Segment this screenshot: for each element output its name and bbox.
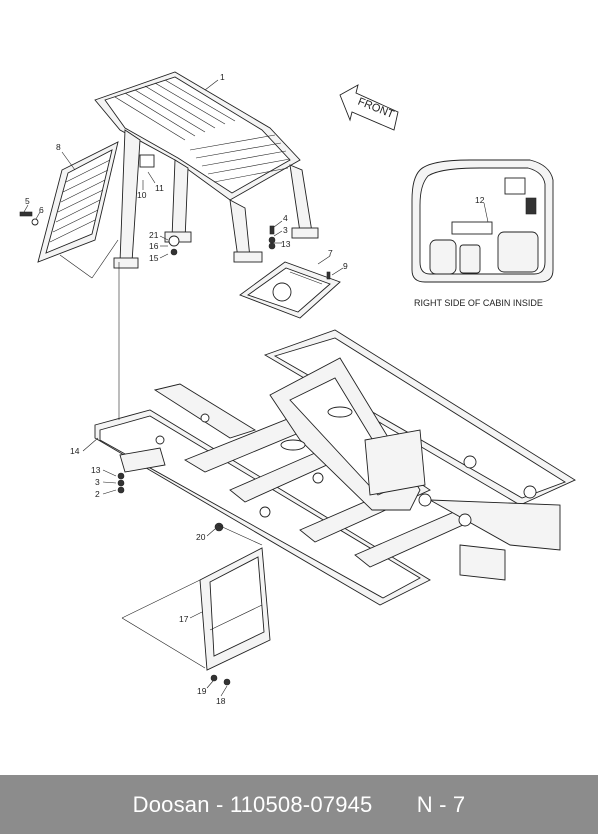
footer-bar: Doosan - 110508-07945 N - 7: [0, 775, 598, 834]
callout-13-bottom: 13: [91, 465, 101, 475]
callout-10: 10: [137, 190, 147, 200]
callout-numbers: 1 8 5 6 10 11 21 16 15 4 3 13 7 9 12 14 …: [25, 72, 485, 706]
upper-frame: [94, 329, 576, 606]
inset-caption: RIGHT SIDE OF CABIN INSIDE: [414, 298, 543, 308]
callout-7: 7: [328, 248, 333, 258]
callout-21: 21: [149, 230, 159, 240]
callout-4: 4: [283, 213, 288, 223]
callout-3-top: 3: [283, 225, 288, 235]
side-guard: [37, 141, 119, 279]
callout-9: 9: [343, 261, 348, 271]
exploded-parts-diagram: FRONT RIGHT SIDE OF CABIN INSIDE: [19, 71, 576, 706]
callout-19: 19: [197, 686, 207, 696]
footer-part-number: 110508-07945: [229, 791, 373, 817]
callout-3-bottom: 3: [95, 477, 100, 487]
callout-2: 2: [95, 489, 100, 499]
footer-page: N - 7: [416, 791, 466, 817]
callout-18: 18: [216, 696, 226, 706]
leader-lines: [23, 79, 489, 697]
callout-20: 20: [196, 532, 206, 542]
cabin-inset: [411, 159, 554, 283]
callout-15: 15: [149, 253, 159, 263]
footer-separator: -: [209, 791, 230, 817]
callout-13-top: 13: [281, 239, 291, 249]
callout-16: 16: [149, 241, 159, 251]
front-direction-arrow: FRONT: [339, 84, 399, 131]
guard-hardware: [19, 211, 276, 256]
callout-5: 5: [25, 196, 30, 206]
callout-14: 14: [70, 446, 80, 456]
callout-11: 11: [155, 183, 164, 193]
top-guard: [94, 71, 319, 269]
footer-brand: Doosan: [132, 791, 210, 817]
callout-8: 8: [56, 142, 61, 152]
callout-1: 1: [220, 72, 225, 82]
mounting-plate: [239, 261, 341, 319]
lower-frame: [121, 524, 271, 686]
callout-12: 12: [475, 195, 485, 205]
callout-17: 17: [179, 614, 189, 624]
callout-6: 6: [39, 205, 44, 215]
